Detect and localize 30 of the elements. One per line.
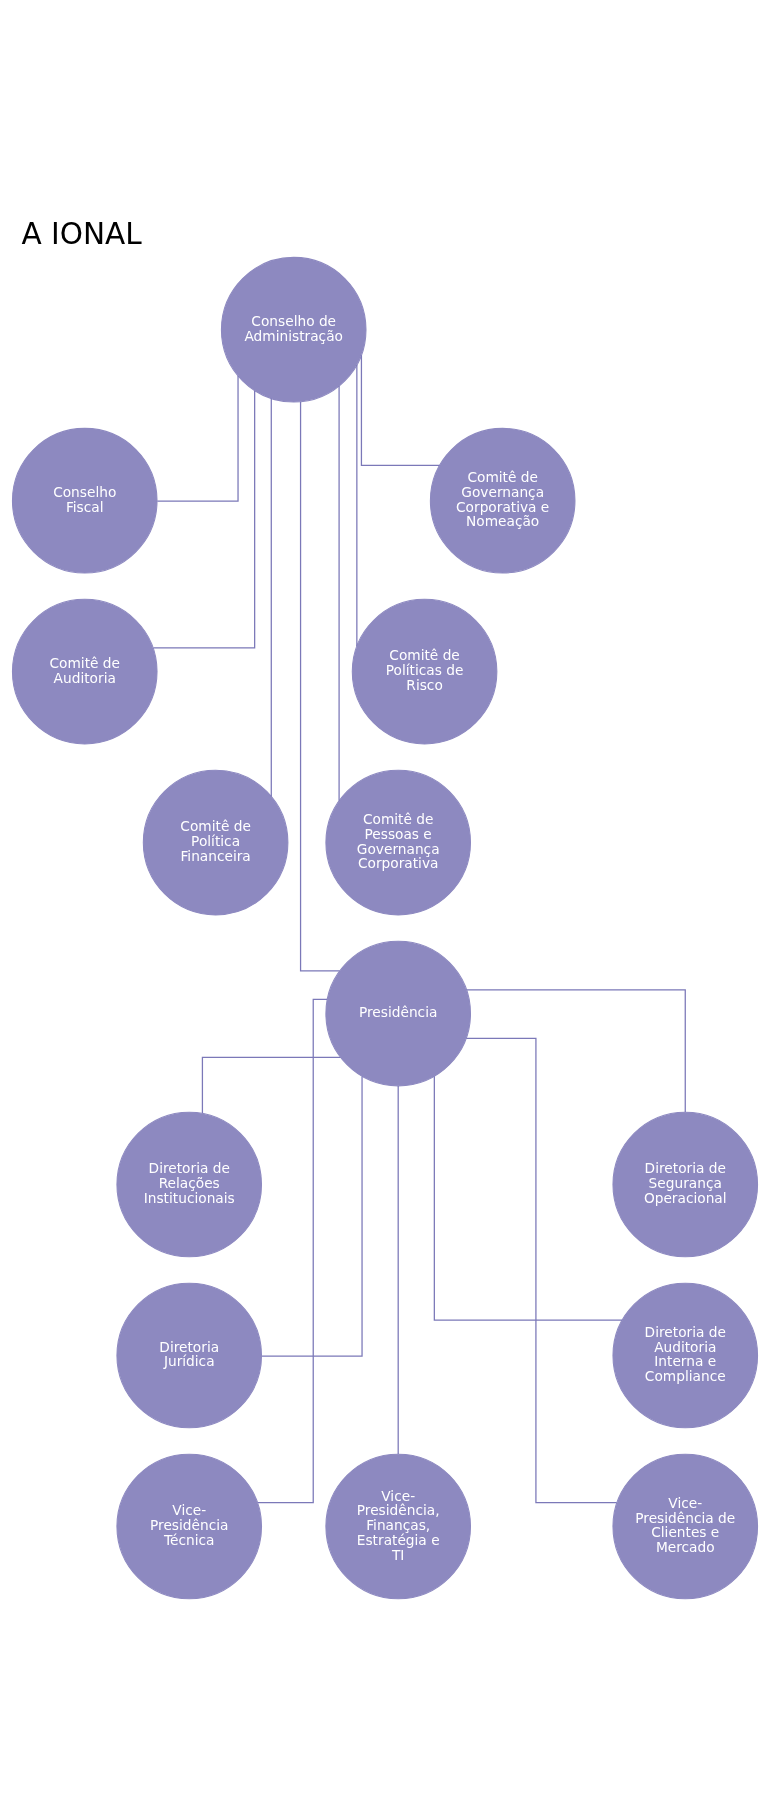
connector bbox=[465, 1037, 618, 1503]
connector bbox=[257, 998, 328, 1503]
connector bbox=[156, 374, 239, 502]
node-circle: Presidência bbox=[325, 940, 471, 1086]
connector bbox=[433, 1075, 623, 1321]
connector bbox=[152, 389, 256, 648]
node-circle: Comitê de Política Financeira bbox=[142, 769, 289, 915]
node-circle: Diretoria de Relações Institucionais bbox=[116, 1111, 263, 1257]
connector bbox=[299, 400, 341, 971]
node-circle: Vice-Presidência Técnica bbox=[116, 1453, 263, 1599]
node-circle: Vice-Presidência de Clientes e Mercado bbox=[612, 1453, 759, 1599]
connector bbox=[397, 1084, 399, 1455]
connector bbox=[360, 354, 441, 466]
node-circle: Conselho Fiscal bbox=[11, 427, 158, 573]
node-circle: Comitê de Governança Corporativa e Nomeação bbox=[429, 427, 576, 573]
node-circle: Comitê de Políticas de Risco bbox=[351, 598, 498, 744]
connector bbox=[201, 1056, 342, 1114]
node-circle: Diretoria de Segurança Operacional bbox=[612, 1111, 759, 1257]
connector bbox=[356, 363, 358, 647]
node-circle: Vice-Presidência, Finanças, Estratégia e TI bbox=[325, 1453, 471, 1599]
node-circle: Conselho de Administração bbox=[220, 256, 367, 402]
connector bbox=[270, 397, 272, 797]
connector bbox=[261, 1075, 363, 1357]
diagram-title: A IONAL bbox=[21, 216, 142, 251]
node-circle: Comitê de Auditoria bbox=[11, 598, 158, 744]
node-circle: Comitê de Pessoas e Governança Corporativa bbox=[325, 769, 471, 915]
connector bbox=[338, 384, 340, 801]
node-circle: Diretoria de Auditoria Interna e Compliance bbox=[612, 1282, 759, 1428]
node-circle: Diretoria Jurídica bbox=[116, 1282, 263, 1428]
connector bbox=[465, 988, 686, 1113]
